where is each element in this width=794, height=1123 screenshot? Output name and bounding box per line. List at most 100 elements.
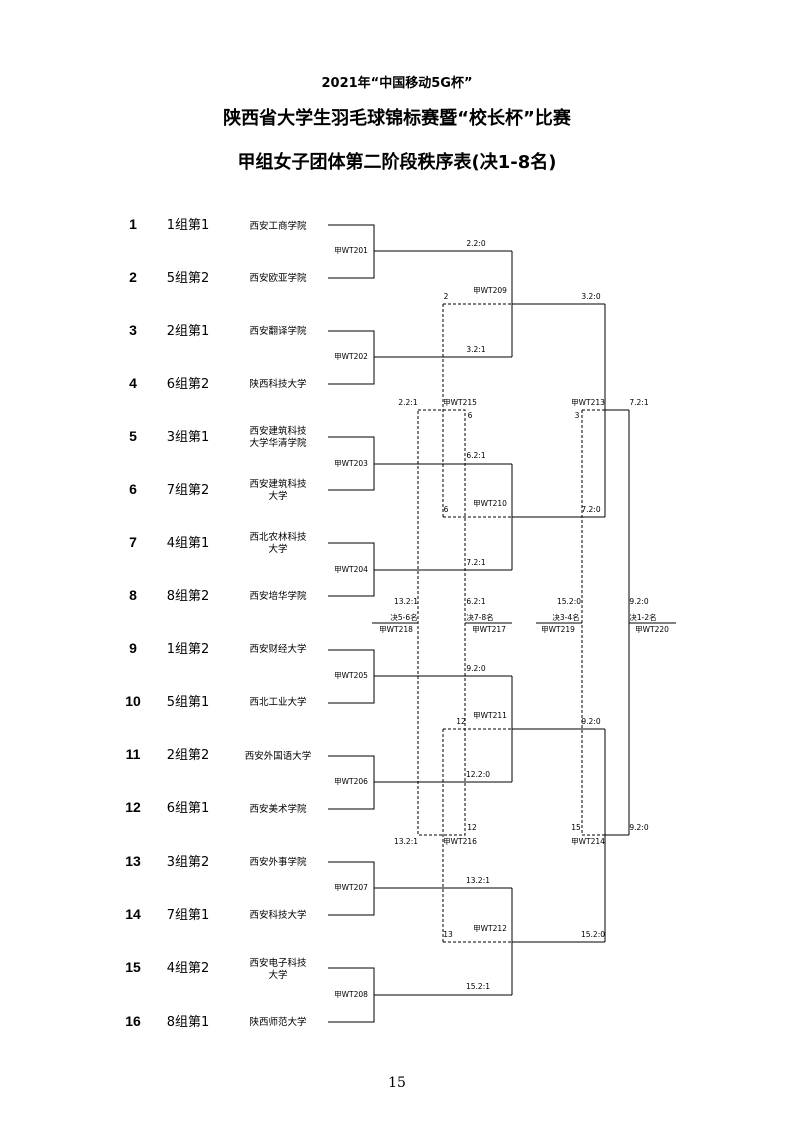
entry-row: 15 4组第2 西安电子科技 大学 bbox=[125, 957, 307, 981]
result-note: 6 bbox=[468, 411, 473, 420]
result-note: 2.2:0 bbox=[466, 239, 485, 248]
result-note: 13.2:1 bbox=[394, 837, 418, 846]
entry-row: 12 6组第1 西安美术学院 bbox=[125, 799, 307, 816]
result-note: 13.2:1 bbox=[466, 876, 490, 885]
seed-number: 15 bbox=[125, 959, 141, 975]
consolation-lines bbox=[417, 303, 605, 943]
match-code: 甲WT203 bbox=[334, 459, 368, 468]
entry-row: 2 5组第2 西安欧亚学院 bbox=[129, 269, 307, 286]
entry-row: 9 1组第2 西安财经大学 bbox=[129, 640, 306, 657]
group-rank: 3组第1 bbox=[167, 430, 210, 445]
placement-code: 甲WT218 bbox=[379, 625, 413, 634]
result-note: 7.2:1 bbox=[466, 558, 485, 567]
placement-code: 甲WT219 bbox=[541, 625, 575, 634]
seed-number: 3 bbox=[129, 322, 137, 338]
entry-list: 1 1组第1 西安工商学院 2 5组第2 西安欧亚学院 3 2组第1 西安翻译学… bbox=[125, 216, 311, 1030]
group-rank: 5组第2 bbox=[167, 271, 210, 286]
group-rank: 3组第2 bbox=[167, 855, 210, 870]
group-rank: 7组第2 bbox=[167, 483, 210, 498]
entry-row: 11 2组第2 西安外国语大学 bbox=[126, 746, 312, 763]
seed-number: 6 bbox=[129, 481, 137, 497]
school-name-line2: 大学 bbox=[268, 969, 287, 981]
group-rank: 8组第1 bbox=[167, 1015, 210, 1030]
match-code: 甲WT213 bbox=[571, 398, 605, 407]
seed-number: 2 bbox=[129, 269, 137, 285]
result-note: 3.2:0 bbox=[581, 292, 600, 301]
school-name: 西安欧亚学院 bbox=[249, 272, 307, 284]
group-rank: 4组第1 bbox=[167, 536, 210, 551]
group-rank: 4组第2 bbox=[167, 961, 210, 976]
entry-row: 8 8组第2 西安培华学院 bbox=[129, 587, 307, 604]
entry-row: 13 3组第2 西安外事学院 bbox=[125, 853, 307, 870]
school-name-line1: 西安建筑科技 bbox=[249, 425, 307, 437]
seed-number: 8 bbox=[129, 587, 137, 603]
result-note: 13.2:1 bbox=[394, 597, 418, 606]
entry-row: 14 7组第1 西安科技大学 bbox=[125, 906, 306, 923]
match-code: 甲WT206 bbox=[334, 777, 368, 786]
seed-number: 14 bbox=[125, 906, 141, 922]
school-name: 西安工商学院 bbox=[249, 220, 307, 232]
group-rank: 1组第2 bbox=[167, 642, 210, 657]
match-code: 甲WT208 bbox=[334, 990, 368, 999]
result-note: 7.2:0 bbox=[581, 505, 600, 514]
match-code: 甲WT216 bbox=[443, 837, 477, 846]
result-note: 2.2:1 bbox=[398, 398, 417, 407]
match-code: 甲WT214 bbox=[571, 837, 605, 846]
group-rank: 2组第1 bbox=[167, 324, 210, 339]
match-code: 甲WT202 bbox=[334, 352, 368, 361]
school-name-line2: 大学 bbox=[268, 490, 287, 502]
result-note: 12 bbox=[467, 823, 477, 832]
seed-number: 1 bbox=[129, 216, 137, 232]
placement-code: 甲WT220 bbox=[635, 625, 669, 634]
entry-row: 1 1组第1 西安工商学院 bbox=[129, 216, 307, 233]
school-name: 陕西师范大学 bbox=[249, 1016, 306, 1028]
placement-title: 决5-6名 bbox=[390, 612, 417, 622]
school-name: 陕西科技大学 bbox=[249, 378, 306, 390]
match-code: 甲WT212 bbox=[473, 924, 507, 933]
placement-title: 决3-4名 bbox=[552, 612, 579, 622]
match-code: 甲WT201 bbox=[334, 246, 368, 255]
school-name-line2: 大学 bbox=[268, 543, 287, 555]
result-note: 2 bbox=[444, 292, 449, 301]
school-name: 西安科技大学 bbox=[249, 909, 306, 921]
match-code: 甲WT204 bbox=[334, 565, 368, 574]
page-number: 15 bbox=[388, 1075, 406, 1091]
group-rank: 5组第1 bbox=[167, 695, 210, 710]
advancement-notes: 2.2:0 3.2:1 3.2:0 2 2.2:1 6 3 7.2:1 6.2:… bbox=[394, 239, 649, 991]
seed-number: 5 bbox=[129, 428, 137, 444]
result-note: 9.2:0 bbox=[466, 664, 485, 673]
entry-row: 4 6组第2 陕西科技大学 bbox=[129, 375, 306, 392]
group-rank: 6组第1 bbox=[167, 801, 210, 816]
school-name: 西安翻译学院 bbox=[249, 325, 307, 337]
seed-number: 12 bbox=[125, 799, 141, 815]
tournament-name-title: 陕西省大学生羽毛球锦标赛暨“校长杯”比赛 bbox=[223, 108, 571, 129]
school-name: 西安外事学院 bbox=[249, 856, 307, 868]
result-note: 12.2:0 bbox=[466, 770, 490, 779]
school-name: 西安培华学院 bbox=[249, 590, 307, 602]
seed-number: 7 bbox=[129, 534, 137, 550]
entry-row: 6 7组第2 西安建筑科技 大学 bbox=[129, 478, 307, 502]
seed-number: 11 bbox=[126, 746, 141, 762]
match-codes: 甲WT201 甲WT202 甲WT203 甲WT204 甲WT205 甲WT20… bbox=[334, 246, 669, 999]
result-note: 6 bbox=[444, 505, 449, 514]
school-name: 西安财经大学 bbox=[249, 643, 306, 655]
entry-row: 7 4组第1 西北农林科技 大学 bbox=[129, 531, 307, 555]
group-rank: 2组第2 bbox=[167, 748, 210, 763]
match-code: 甲WT209 bbox=[473, 286, 507, 295]
result-note: 9.2:0 bbox=[629, 597, 648, 606]
group-rank: 1组第1 bbox=[167, 218, 210, 233]
result-note: 15.2:1 bbox=[466, 982, 490, 991]
result-note: 7.2:1 bbox=[629, 398, 648, 407]
seed-number: 13 bbox=[125, 853, 141, 869]
match-code: 甲WT211 bbox=[473, 711, 507, 720]
match-code: 甲WT205 bbox=[334, 671, 368, 680]
result-note: 6.2:1 bbox=[466, 597, 485, 606]
result-note: 3 bbox=[575, 411, 580, 420]
bracket-schedule-title: 甲组女子团体第二阶段秩序表(决1-8名) bbox=[237, 152, 557, 173]
result-note: 15.2:0 bbox=[557, 597, 581, 606]
school-name-line1: 西安建筑科技 bbox=[249, 478, 307, 490]
school-name: 西安美术学院 bbox=[249, 803, 307, 815]
result-note: 9.2:0 bbox=[629, 823, 648, 832]
seed-number: 9 bbox=[129, 640, 137, 656]
placement-title: 决7-8名 bbox=[466, 612, 493, 622]
